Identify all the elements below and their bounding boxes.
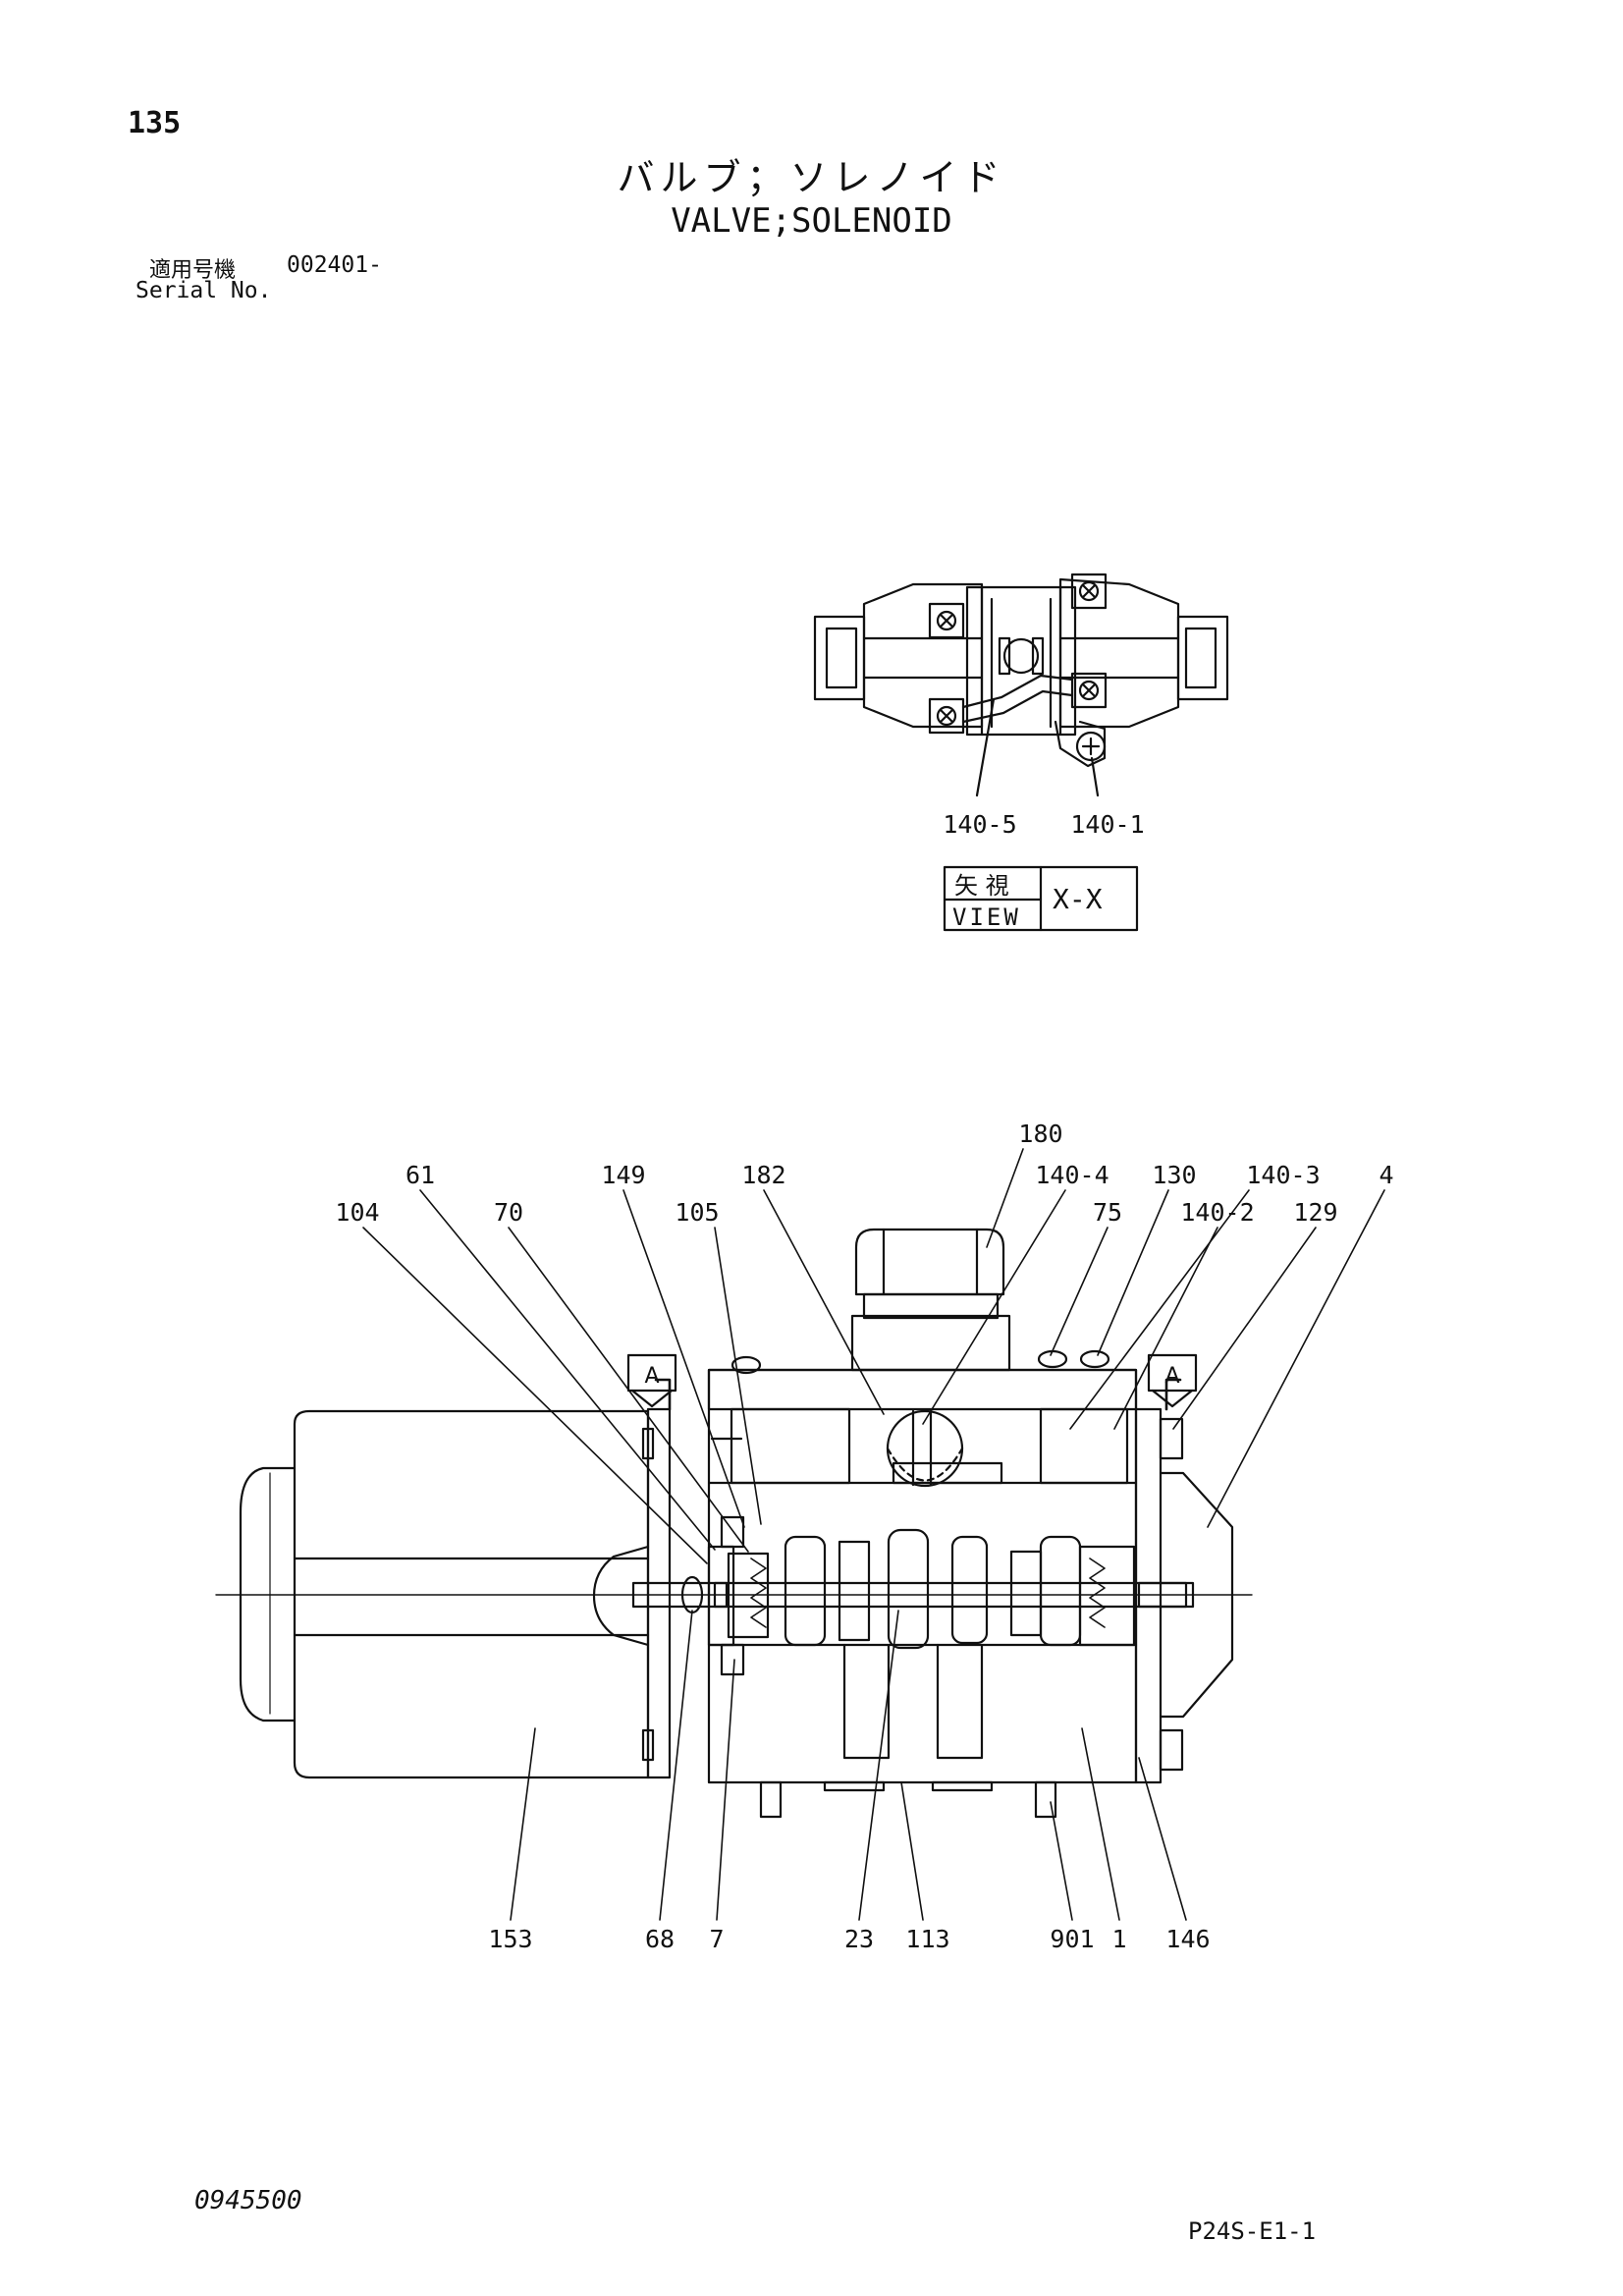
callout-label: 61 (406, 1161, 435, 1189)
view-name: X-X (1053, 883, 1103, 915)
callout-label: 182 (741, 1161, 785, 1189)
page-number: 135 (128, 106, 182, 140)
section-marker: A (1164, 1364, 1179, 1389)
view-callout-label: 140-1 (1070, 810, 1144, 839)
sheet-id: P24S-E1-1 (1188, 2217, 1317, 2245)
view-label-jp: 矢 視 (954, 872, 1009, 900)
title-english: VALVE;SOLENOID (671, 201, 952, 241)
callout-label: 1 (1111, 1925, 1126, 1953)
view-label-en: VIEW (952, 903, 1021, 931)
title-japanese: バルブ；ソレノイド (617, 156, 1006, 199)
section-marker: A (644, 1364, 659, 1389)
callout-label: 180 (1018, 1120, 1062, 1148)
callout-label: 146 (1165, 1925, 1210, 1953)
callout-label: 105 (675, 1198, 719, 1227)
view-xx-drawing (813, 573, 1229, 797)
callout-label: 4 (1379, 1161, 1393, 1189)
callout-label: 153 (488, 1925, 532, 1953)
callout-label: 149 (601, 1161, 645, 1189)
callout-label: 901 (1050, 1925, 1094, 1953)
callout-label: 130 (1152, 1161, 1196, 1189)
callout-label: 140-4 (1035, 1161, 1109, 1189)
main-section-drawing (215, 1228, 1253, 1819)
serial-value: 002401- (287, 252, 382, 278)
callout-label: 70 (494, 1198, 523, 1227)
serial-label-en: Serial No. (135, 278, 272, 303)
callout-label: 75 (1093, 1198, 1122, 1227)
view-callout-label: 140-5 (943, 810, 1016, 839)
callout-label: 129 (1293, 1198, 1337, 1227)
view-label-box (943, 865, 1139, 932)
callout-label: 104 (335, 1198, 379, 1227)
callout-label: 23 (844, 1925, 874, 1953)
document-number: 0945500 (194, 2186, 302, 2215)
leader-lines (362, 1148, 1385, 1921)
callout-label: 140-3 (1246, 1161, 1320, 1189)
callout-label: 140-2 (1180, 1198, 1254, 1227)
callout-label: 7 (709, 1925, 724, 1953)
callout-label: 113 (905, 1925, 949, 1953)
serial-label-jp: 適用号機 (149, 258, 237, 283)
callout-label: 68 (645, 1925, 675, 1953)
